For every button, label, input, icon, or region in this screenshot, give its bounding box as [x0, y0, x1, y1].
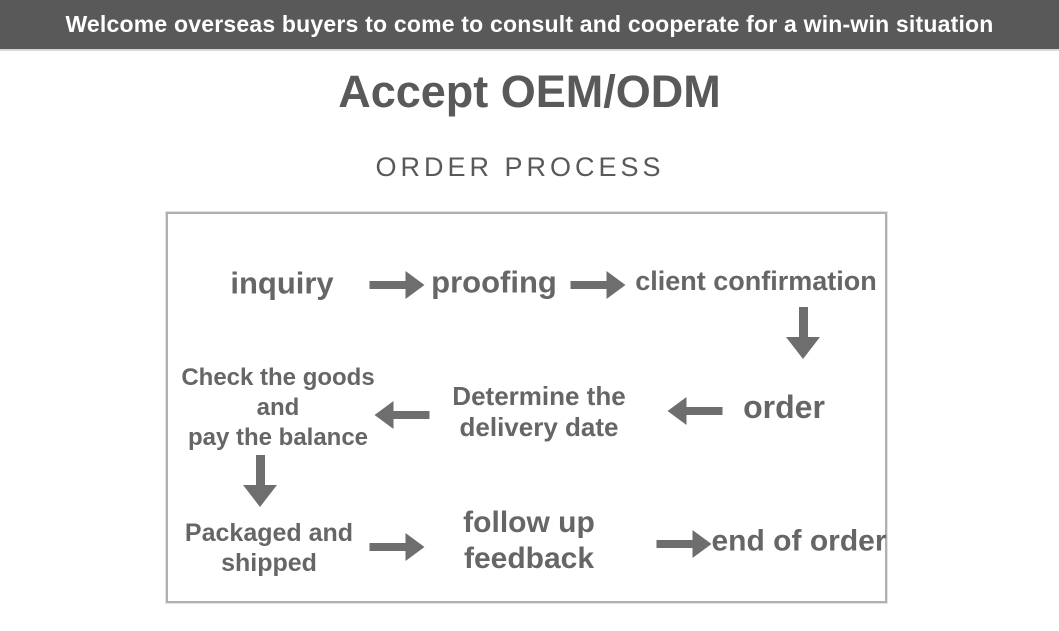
arrow-head	[405, 533, 425, 561]
step-end-of-order: end of order	[711, 524, 887, 558]
arrow-shaft	[798, 307, 808, 337]
arrow-head	[786, 337, 820, 359]
down-arrow-icon-client-confirmation-to-order	[786, 307, 820, 359]
right-arrow-icon-proofing-to-client-confirmation	[570, 271, 626, 299]
arrow-head	[374, 401, 394, 429]
order-process-diagram: inquiry proofing client confirmation Che…	[166, 212, 887, 603]
arrow-shaft	[686, 407, 723, 415]
arrow-shaft	[393, 411, 430, 419]
page-subtitle: ORDER PROCESS	[375, 152, 665, 182]
arrow-shaft	[369, 543, 406, 551]
arrow-shaft	[570, 281, 607, 289]
arrow-head	[692, 530, 712, 558]
arrow-shaft	[255, 455, 265, 485]
step-packaged-shipped: Packaged and shipped	[184, 519, 354, 577]
welcome-banner: Welcome overseas buyers to come to consu…	[0, 0, 1059, 51]
right-arrow-icon-inquiry-to-proofing	[369, 271, 425, 299]
welcome-banner-text: Welcome overseas buyers to come to consu…	[65, 11, 994, 37]
down-arrow-icon-check-goods-to-packaged	[243, 455, 277, 507]
arrow-head	[606, 271, 626, 299]
step-order: order	[743, 389, 825, 426]
step-client-confirmation: client confirmation	[635, 266, 877, 297]
step-inquiry: inquiry	[230, 265, 334, 301]
right-arrow-icon-follow-up-to-end-of-order	[656, 530, 712, 558]
arrow-head	[667, 397, 687, 425]
arrow-head	[243, 485, 277, 507]
left-arrow-icon-determine-delivery-to-check-goods	[374, 401, 430, 429]
right-arrow-icon-packaged-to-follow-up	[369, 533, 425, 561]
page-title: Accept OEM/ODM	[338, 66, 721, 117]
left-arrow-icon-order-to-determine-delivery	[667, 397, 723, 425]
arrow-shaft	[656, 540, 693, 548]
step-follow-up-feedback: follow up feedback	[463, 506, 595, 575]
arrow-shaft	[369, 281, 406, 289]
arrow-head	[405, 271, 425, 299]
step-proofing: proofing	[431, 264, 557, 300]
step-check-goods-pay-balance: Check the goods and pay the balance	[181, 364, 375, 451]
step-determine-delivery-date: Determine the delivery date	[452, 381, 626, 442]
